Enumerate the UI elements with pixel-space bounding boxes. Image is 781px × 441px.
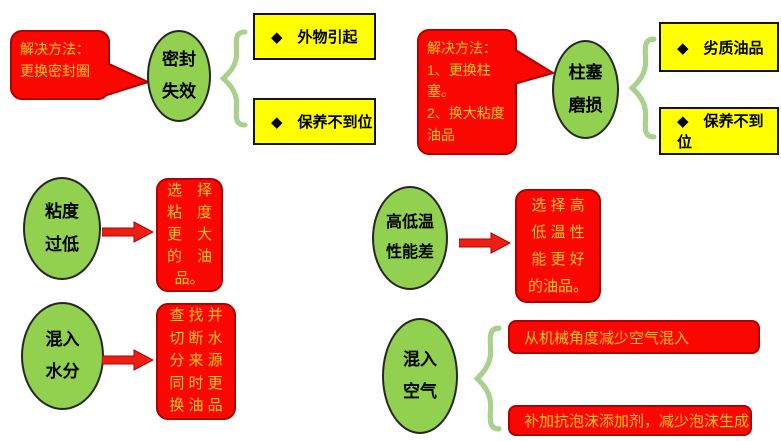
piston-cause-item-1: ◆ 保养不到位 [659,107,779,155]
seal-cause-item-0: ◆ 外物引起 [253,13,376,60]
air-cause-ellipse: 混入 空气 [382,318,458,434]
brace-icon [473,325,502,432]
brace-icon [219,29,248,128]
viscosity-solution-box: 选 择 粘 度 更 大 的 油 品。 [156,178,223,292]
arrow-right-icon [102,349,154,371]
brace-icon [628,36,657,140]
temperature-cause-ellipse: 高低温 性能差 [372,186,448,290]
seal-solution-callout: 解决方法： 更换密封圈 [10,30,110,100]
seal-cause-ellipse: 密封 失效 [147,30,211,122]
air-solution-item-0: 从机械角度减少空气混入 [508,320,760,354]
arrow-right-icon [459,232,511,254]
piston-solution-callout: 解决方法： 1、更换柱 塞。 2、换大粘度 油品 [417,29,517,155]
air-solution-item-1: 补加抗泡沫添加剂，减少泡沫生成 [508,405,752,436]
callout-tail-icon [106,62,149,96]
callout-tail-icon [513,48,554,85]
piston-cause-item-0: ◆ 劣质油品 [659,22,779,72]
seal-cause-item-1: ◆ 保养不到位 [253,98,376,145]
water-solution-box: 查 找 并 切 断 水 分 来 源 同 时 更 换 油 品 [156,303,236,420]
viscosity-cause-ellipse: 粘度 过低 [23,177,101,280]
water-cause-ellipse: 混入 水分 [21,302,104,410]
arrow-right-icon [102,221,154,243]
temperature-solution-box: 选 择 高 低 温 性 能 更 好 的油品。 [515,189,601,303]
piston-cause-ellipse: 柱塞 磨损 [552,40,619,139]
